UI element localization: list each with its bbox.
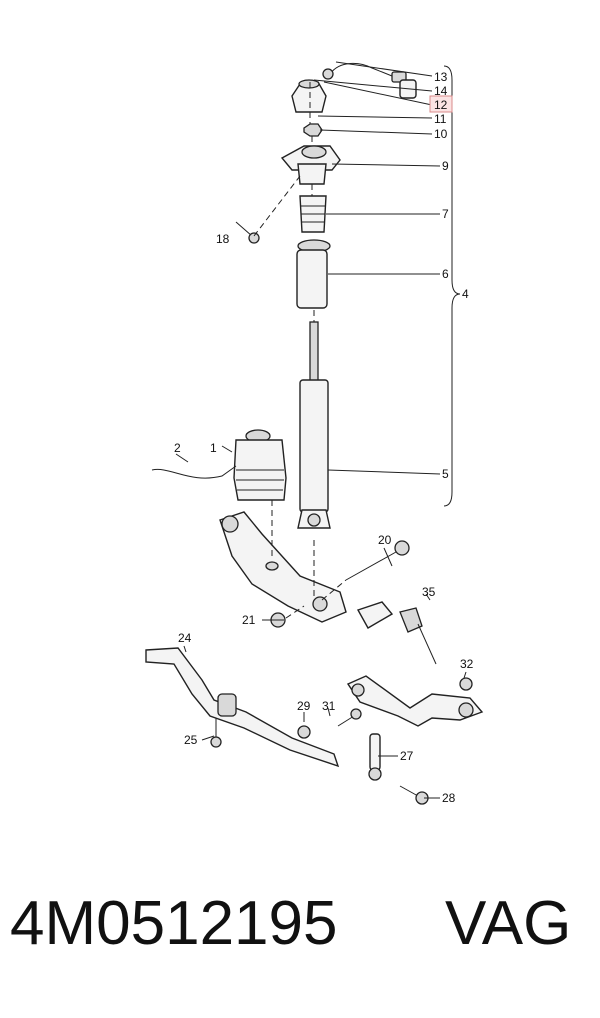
callout-20: 20 — [378, 533, 392, 547]
bolt-31 — [337, 708, 362, 727]
callout-5: 5 — [442, 467, 449, 481]
group-bracket — [443, 65, 461, 507]
callout-35: 35 — [422, 585, 436, 599]
footer: 4M0512195 VAG — [0, 888, 600, 998]
callout-9: 9 — [442, 159, 449, 173]
part-number: 4M0512195 — [10, 889, 338, 958]
callout-24: 24 — [178, 631, 192, 645]
callout-31: 31 — [322, 699, 336, 713]
callout-6: 6 — [442, 267, 449, 281]
callout-18: 18 — [216, 232, 230, 246]
level-sensor-35 — [356, 601, 437, 665]
strut-mount-9 — [280, 145, 341, 185]
callout-21: 21 — [242, 613, 256, 627]
highlight-box — [429, 95, 453, 113]
callout-32: 32 — [460, 657, 474, 671]
dust-cover-6 — [296, 239, 331, 309]
air-spring-1 — [233, 429, 287, 501]
callout-10: 10 — [434, 127, 448, 141]
callout-4: 4 — [462, 287, 469, 301]
air-line-2 — [151, 465, 237, 479]
callout-2: 2 — [174, 441, 181, 455]
control-arm-upper — [346, 675, 484, 727]
callout-13: 13 — [434, 70, 448, 84]
callout-14: 14 — [434, 84, 448, 98]
bolt-25 — [210, 718, 222, 748]
nut-32 — [459, 677, 473, 691]
nut-29 — [297, 725, 311, 739]
brand-label: VAG — [445, 889, 572, 958]
exploded-parts-diagram: 13 14 12 11 10 9 7 18 6 4 5 2 1 20 35 21… — [145, 61, 484, 805]
callout-28: 28 — [442, 791, 456, 805]
callout-11: 11 — [434, 112, 447, 126]
shock-absorber-5 — [297, 321, 331, 529]
callout-25: 25 — [184, 733, 198, 747]
bolt-28 — [399, 785, 429, 805]
callout-29: 29 — [297, 699, 311, 713]
callout-12: 12 — [434, 98, 448, 112]
bolt-18 — [235, 221, 260, 244]
bump-stop-7 — [299, 195, 327, 233]
nut-10 — [303, 123, 323, 137]
stabilizer-bar-24 — [145, 647, 340, 768]
callout-7: 7 — [442, 207, 449, 221]
callout-1: 1 — [210, 441, 217, 455]
link-27 — [368, 733, 382, 781]
callout-27: 27 — [400, 749, 414, 763]
